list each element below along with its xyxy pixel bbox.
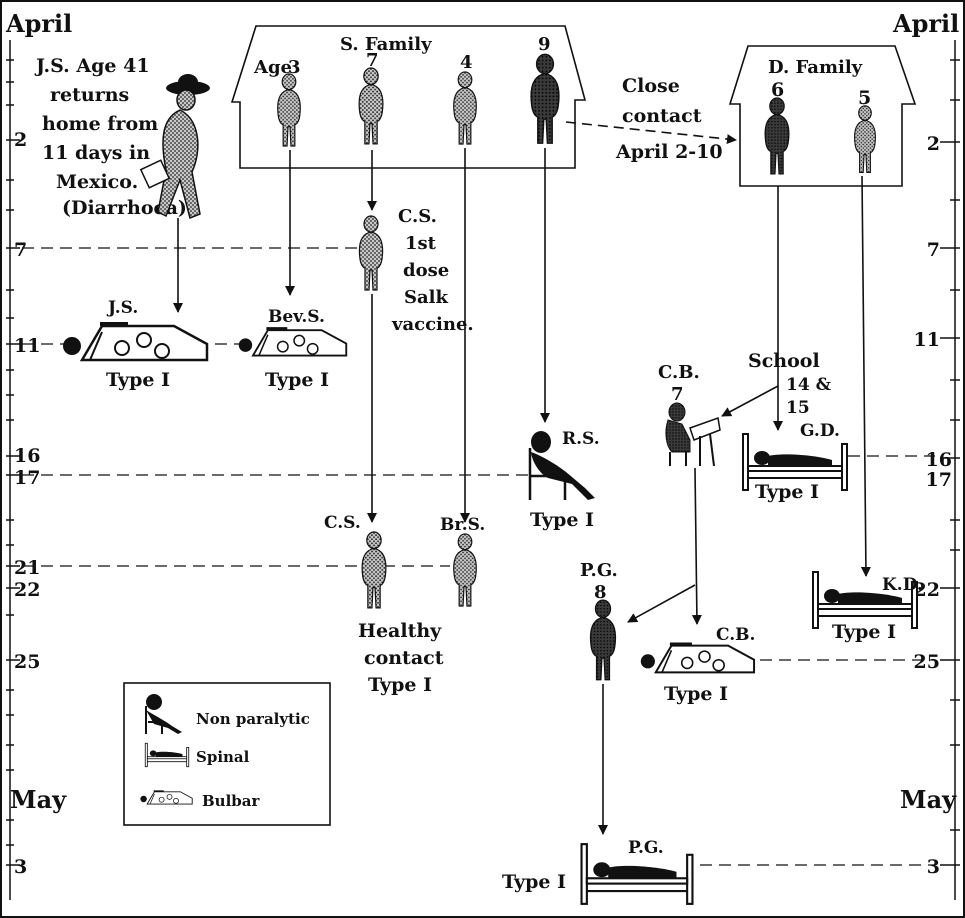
js-case-label: J.S.	[106, 298, 138, 318]
s-family-age: 9	[538, 34, 551, 55]
gd-person-icon	[765, 98, 789, 174]
left-day-label: 7	[14, 239, 27, 261]
school-line: School	[748, 350, 820, 372]
rs-case-type: Type I	[530, 509, 594, 531]
cb-desk-figure	[666, 403, 720, 466]
cs-vaccine-person-icon	[359, 216, 382, 290]
left-day-label: 21	[14, 557, 40, 579]
left-day-label: 11	[14, 335, 40, 357]
js-case-type: Type I	[106, 369, 170, 391]
brs-healthy-person-icon	[454, 534, 477, 606]
school-line: 14 &	[786, 375, 832, 395]
right-day-label: 3	[927, 856, 940, 878]
cs-vaccine-line: dose	[403, 260, 449, 281]
close-contact-note: Close contact April 2-10	[615, 75, 723, 163]
school-to-cb-arrow	[722, 386, 778, 416]
brs-label: Br.S.	[440, 515, 485, 535]
legend-label: Bulbar	[202, 792, 260, 810]
left-day-label: 2	[14, 129, 27, 151]
d-family-title: D. Family	[768, 57, 863, 78]
kd-case-type: Type I	[832, 621, 896, 643]
healthy-line: contact	[364, 647, 444, 669]
left-day-label: 16	[14, 445, 40, 467]
cs-vaccine-line: 1st	[405, 233, 437, 254]
right-day-label: 2	[927, 133, 940, 155]
pg-case-label: P.G.	[628, 838, 664, 858]
pg-name: P.G.	[580, 560, 618, 581]
left-day-label: 22	[14, 579, 40, 601]
right-day-label: 25	[914, 651, 940, 673]
legend-label: Spinal	[196, 748, 250, 766]
healthy-line: Type I	[368, 674, 432, 696]
cs-vaccine-line: Salk	[404, 287, 449, 308]
js-bulbar-icon	[63, 324, 207, 360]
cs-healthy-person-icon	[362, 532, 386, 608]
rs-person-icon	[531, 54, 559, 143]
cs-person-icon	[359, 68, 383, 144]
js-caption-line: Mexico.	[56, 171, 138, 193]
cs-vaccine-line: C.S.	[398, 206, 437, 227]
left-day-labels: 2 7 11 16 17 21 22 25 3	[14, 129, 40, 878]
bev-case-type: Type I	[265, 369, 329, 391]
contact-line: April 2-10	[615, 141, 723, 163]
healthy-line: Healthy	[358, 620, 442, 642]
cb-name: C.B.	[658, 362, 700, 383]
s-family-title: S. Family	[340, 34, 432, 55]
legend: Non paralytic Spinal Bulbar	[124, 683, 330, 825]
bev-case-label: Bev.S.	[268, 307, 325, 327]
legend-label: Non paralytic	[196, 710, 310, 728]
cs-vaccine-line: vaccine.	[391, 314, 474, 335]
left-month-april: April	[5, 9, 72, 38]
bev-bulbar-icon	[239, 329, 347, 356]
gd-case-type: Type I	[755, 481, 819, 503]
js-caption-line: returns	[50, 84, 129, 106]
cs-later-label: C.S.	[324, 513, 361, 533]
left-day-label: 3	[14, 856, 27, 878]
cb-age: 7	[671, 384, 684, 405]
right-day-label: 16	[926, 449, 952, 471]
brs-person-icon	[454, 72, 477, 144]
pg-person-icon	[591, 600, 616, 680]
s-family-age: 4	[460, 52, 473, 73]
right-day-labels: 2 7 11 16 17 22 25 3	[914, 133, 952, 878]
js-caption-line: J.S. Age 41	[34, 55, 150, 77]
right-day-label: 17	[926, 469, 952, 491]
healthy-contact-note: Healthy contact Type I	[358, 620, 444, 696]
cb-case-type: Type I	[664, 683, 728, 705]
right-month-april: April	[892, 9, 959, 38]
cb-bulbar-icon	[641, 644, 754, 672]
kd-label: K.D.	[882, 575, 923, 595]
contact-line: contact	[622, 105, 702, 127]
right-day-label: 7	[927, 239, 940, 261]
kd-arrow	[862, 176, 866, 576]
right-month-may: May	[900, 785, 957, 814]
js-caption-line: home from	[42, 113, 158, 135]
kd-person-icon	[855, 106, 876, 173]
js-caption-line: 11 days in	[42, 142, 150, 164]
cb-to-pg-arrow	[628, 585, 695, 622]
right-day-label: 11	[914, 329, 940, 351]
left-month-may: May	[10, 785, 67, 814]
cs-vaccine-note: C.S. 1st dose Salk vaccine.	[391, 206, 474, 335]
cb-case-label: C.B.	[716, 625, 755, 645]
rs-label: R.S.	[562, 429, 600, 449]
left-day-label: 17	[14, 467, 40, 489]
gd-label: G.D.	[800, 421, 840, 441]
pg-case-type: Type I	[502, 871, 566, 893]
contact-line: Close	[622, 75, 680, 97]
left-day-label: 25	[14, 651, 40, 673]
cb-arrow	[695, 468, 697, 624]
school-note: School 14 & 15	[748, 350, 832, 418]
bev-person-icon	[278, 74, 301, 146]
school-line: 15	[786, 398, 810, 418]
